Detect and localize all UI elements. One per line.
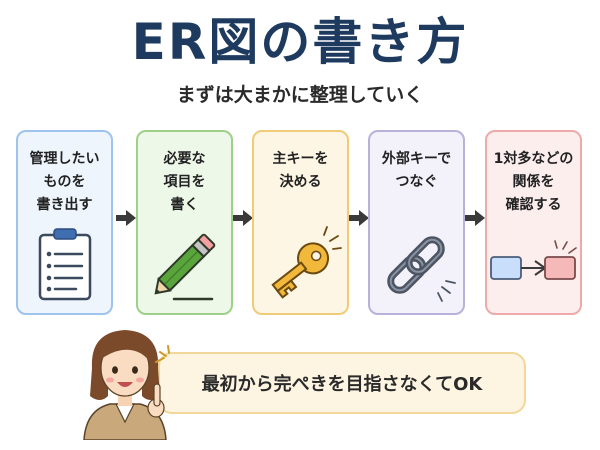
arrow-right-icon: [116, 210, 136, 226]
clipboard-icon: [38, 228, 92, 301]
step-label-3: 主キーを 決める: [272, 151, 329, 190]
teacher-avatar-icon: [83, 330, 167, 440]
step-label-4: 外部キーで つなぐ: [381, 151, 452, 190]
sparkle-icon: [155, 345, 170, 363]
step-label-2: 必要な 項目を 書く: [163, 151, 206, 213]
step-card-3: 主キーを 決める: [252, 130, 349, 315]
tip-text: 最初から完ぺきを目指さなくてOK: [201, 374, 483, 395]
arrow-right-icon: [349, 210, 369, 226]
step-card-5: 1対多などの 関係を 確認する: [485, 130, 582, 315]
arrow-right-icon: [465, 210, 485, 226]
step-label-5: 1対多などの 関係を 確認する: [493, 151, 574, 213]
page-title: ER図の書き方: [131, 13, 469, 71]
pencil-icon: [154, 233, 216, 301]
arrow-right-icon: [233, 210, 253, 226]
key-icon: [271, 226, 342, 299]
chain-link-icon: [387, 236, 456, 302]
page-subtitle: まずは大まかに整理していく: [176, 84, 424, 106]
step-label-1: 管理したい ものを 書き出す: [29, 151, 100, 213]
step-card-1: 管理したい ものを 書き出す: [16, 130, 113, 315]
tip-bubble: 最初から完ぺきを目指さなくてOK: [158, 352, 526, 414]
relationship-diagram-icon: [490, 240, 577, 280]
step-card-4: 外部キーで つなぐ: [368, 130, 465, 315]
step-card-2: 必要な 項目を 書く: [136, 130, 233, 315]
